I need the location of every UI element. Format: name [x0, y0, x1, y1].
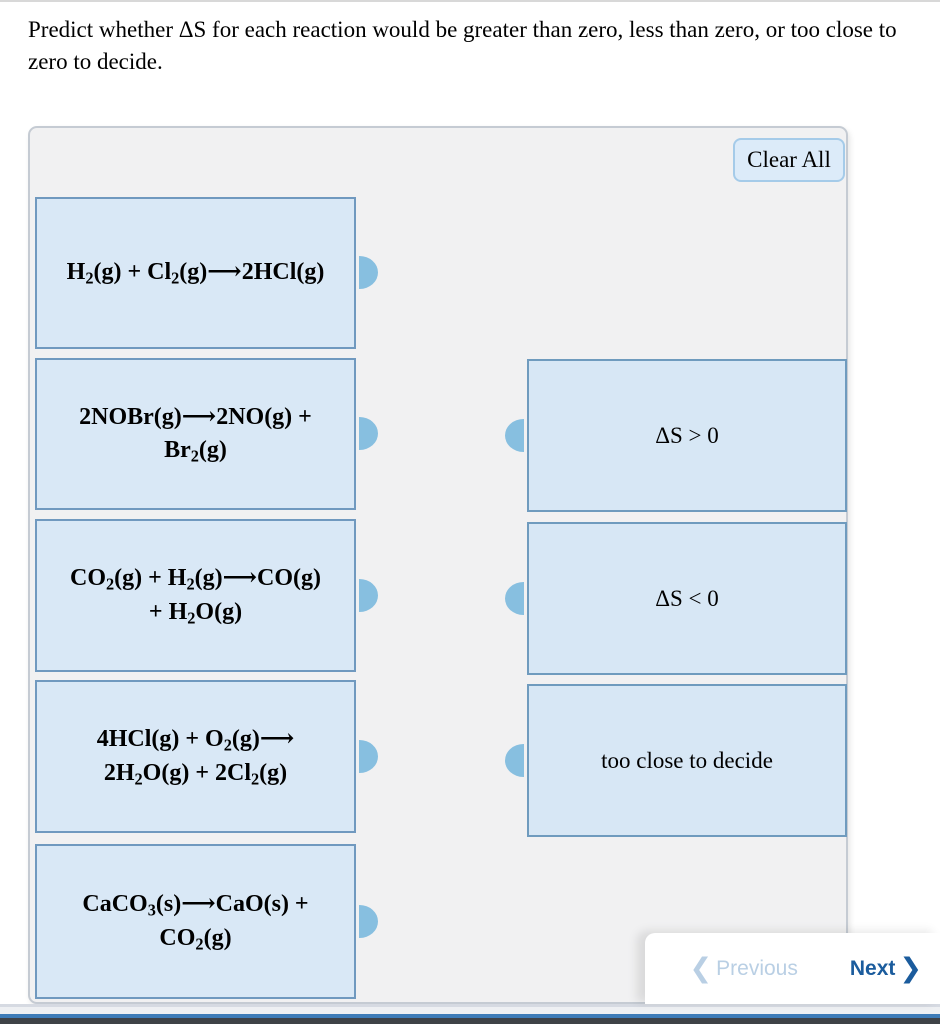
- previous-label: Previous: [716, 956, 798, 980]
- bottom-dark-bar: [0, 1018, 940, 1024]
- pagination-footer: ❮ Previous Next ❯: [645, 933, 940, 1004]
- reaction-card-1[interactable]: H2(g) + Cl2(g)⟶2HCl(g): [35, 197, 356, 349]
- connector-socket: [505, 419, 524, 452]
- reaction-formula: CaCO3(s)⟶CaO(s) +CO2(g): [82, 891, 309, 954]
- drop-target-entropy-greater[interactable]: ΔS > 0: [527, 359, 847, 512]
- reaction-card-2[interactable]: 2NOBr(g)⟶2NO(g) +Br2(g): [35, 358, 356, 510]
- drag-drop-panel: Clear All H2(g) + Cl2(g)⟶2HCl(g) 2NOBr(g…: [28, 126, 848, 1004]
- reaction-formula: CO2(g) + H2(g)⟶CO(g)+ H2O(g): [69, 565, 321, 628]
- bottom-blue-bar: [0, 1014, 940, 1018]
- chevron-left-icon: ❮: [689, 953, 713, 984]
- connector-knob: [359, 417, 378, 450]
- drop-target-label: ΔS > 0: [655, 422, 719, 448]
- drop-target-too-close[interactable]: too close to decide: [527, 684, 847, 837]
- connector-socket: [505, 582, 524, 615]
- drop-target-label: ΔS < 0: [655, 585, 719, 611]
- chevron-right-icon: ❯: [899, 953, 922, 984]
- reaction-formula: 2NOBr(g)⟶2NO(g) +Br2(g): [79, 403, 312, 466]
- footer-divider-line: [0, 1004, 940, 1007]
- next-button[interactable]: Next ❯: [850, 955, 922, 982]
- reaction-card-3[interactable]: CO2(g) + H2(g)⟶CO(g)+ H2O(g): [35, 519, 356, 672]
- reaction-card-4[interactable]: 4HCl(g) + O2(g)⟶2H2O(g) + 2Cl2(g): [35, 680, 356, 833]
- connector-knob: [359, 740, 378, 773]
- next-label: Next: [849, 956, 896, 980]
- reaction-formula: H2(g) + Cl2(g)⟶2HCl(g): [66, 259, 325, 288]
- clear-all-button[interactable]: Clear All: [733, 138, 845, 182]
- connector-socket: [505, 744, 524, 777]
- drop-target-label: too close to decide: [601, 747, 773, 773]
- question-text: Predict whether ΔS for each reaction wou…: [28, 17, 897, 74]
- previous-button[interactable]: ❮ Previous: [690, 955, 798, 982]
- top-divider: [0, 0, 940, 2]
- connector-knob: [359, 256, 378, 289]
- reaction-card-5[interactable]: CaCO3(s)⟶CaO(s) +CO2(g): [35, 844, 356, 999]
- footer-light-strip: [0, 1007, 940, 1014]
- connector-knob: [359, 905, 378, 938]
- reaction-formula: 4HCl(g) + O2(g)⟶2H2O(g) + 2Cl2(g): [96, 726, 295, 789]
- drop-target-entropy-less[interactable]: ΔS < 0: [527, 522, 847, 675]
- connector-knob: [359, 579, 378, 612]
